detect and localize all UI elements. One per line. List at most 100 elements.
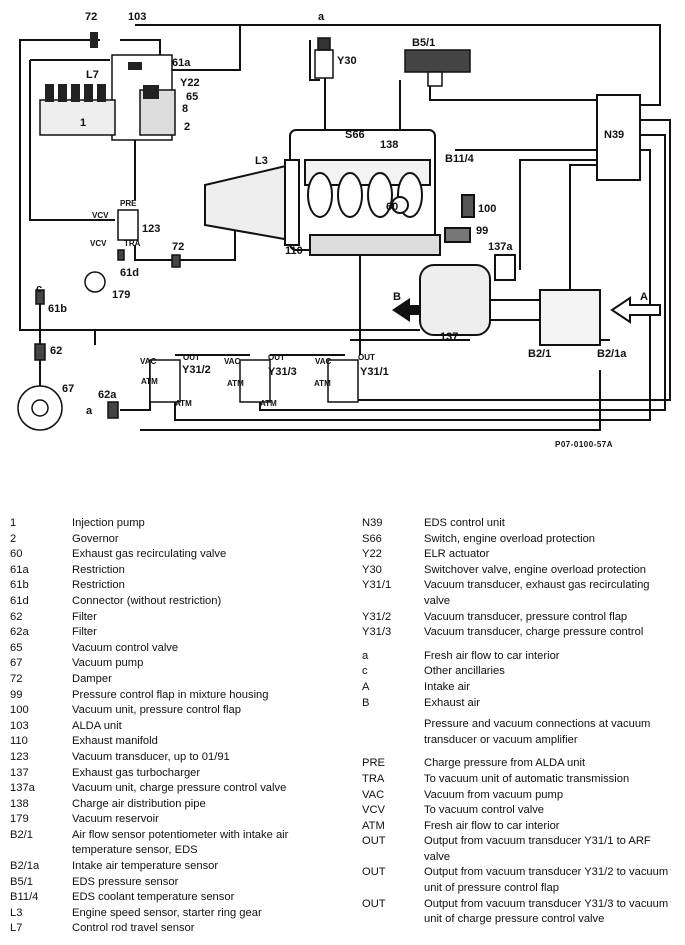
- legend-row: 67 Vacuum pump: [10, 656, 350, 672]
- restriction: [35, 289, 45, 305]
- label-8: 8: [182, 103, 188, 115]
- legend-key: 138: [10, 797, 29, 810]
- legend-text: Output from vacuum transducer Y31/3 to v…: [424, 897, 669, 926]
- legend-key: Y31/2: [362, 610, 392, 623]
- label-vac: VAC: [140, 357, 157, 366]
- legend-text: Charge pressure from ALDA unit: [424, 757, 586, 770]
- label-b5-1: B5/1: [412, 37, 435, 49]
- label-110: 110: [285, 245, 303, 257]
- legend-text: Exhaust air: [424, 696, 480, 709]
- legend-key: 62a: [10, 626, 29, 639]
- legend-row: 2 Governor: [10, 532, 350, 548]
- legend-text: Restriction: [72, 579, 125, 592]
- legend-row: B5/1 EDS pressure sensor: [10, 875, 350, 891]
- legend-key: 2: [10, 532, 17, 545]
- legend-text: Vacuum unit, charge pressure control val…: [72, 782, 287, 795]
- legend-text: Governor: [72, 532, 119, 545]
- label-b: B: [393, 291, 401, 303]
- legend-key: S66: [362, 532, 382, 545]
- legend-key: PRE: [362, 757, 386, 770]
- legend-key: 137: [10, 766, 29, 779]
- legend-row: 61b Restriction: [10, 578, 350, 594]
- vacuum-line: [135, 24, 661, 106]
- flywheel: [284, 159, 300, 246]
- legend-key: 60: [10, 548, 23, 561]
- exhaust-air-arrow: [392, 298, 420, 322]
- legend-key: 65: [10, 641, 23, 654]
- charge-pressure-vacuum-unit: [494, 254, 516, 281]
- legend-key: TRA: [362, 772, 385, 785]
- label-vcv: VCV: [90, 239, 107, 248]
- injector: [84, 84, 93, 102]
- legend-key: 61b: [10, 579, 29, 592]
- vacuum-line: [170, 25, 241, 71]
- label-61a: 61a: [172, 57, 191, 69]
- legend-key: B2/1a: [10, 860, 40, 873]
- legend-key: OUT: [362, 866, 386, 879]
- label-c: c: [36, 283, 42, 295]
- label-vcv: VCV: [92, 211, 109, 220]
- legend-text: Vacuum pump: [72, 657, 144, 670]
- switchover-valve-cap: [317, 37, 331, 51]
- label-179: 179: [112, 289, 130, 301]
- damper: [90, 32, 98, 48]
- legend-text: Charge air distribution pipe: [72, 797, 206, 810]
- label-atm: ATM: [175, 399, 192, 408]
- legend-row: 110 Exhaust manifold: [10, 734, 350, 750]
- injector: [45, 84, 54, 102]
- label-atm: ATM: [227, 379, 244, 388]
- eds-pressure-sensor: [404, 49, 471, 73]
- label-b11-4: B11/4: [445, 153, 475, 165]
- legend-key: 110: [10, 735, 28, 748]
- legend-text: Air flow sensor potentiometer with intak…: [72, 828, 289, 857]
- legend-key: 67: [10, 657, 23, 670]
- legend-key: 123: [10, 750, 29, 763]
- legend-key: 137a: [10, 782, 35, 795]
- legend-key: L3: [10, 906, 23, 919]
- vacuum-transducer-y31-3: [239, 359, 271, 403]
- legend-key: B5/1: [10, 875, 34, 888]
- legend-text: EDS pressure sensor: [72, 875, 179, 888]
- legend-key: A: [362, 680, 370, 693]
- vacuum-line: [259, 134, 666, 411]
- legend-text: Vacuum reservoir: [72, 813, 159, 826]
- label-1: 1: [80, 117, 86, 129]
- legend-text: Restriction: [72, 563, 125, 576]
- legend-text: Other ancillaries: [424, 665, 505, 678]
- legend-text: To vacuum control valve: [424, 804, 545, 817]
- air-flow-sensor: [539, 289, 601, 346]
- label-72: 72: [85, 11, 97, 23]
- label-137a: 137a: [488, 241, 513, 253]
- vacuum-control-valve: [143, 85, 159, 99]
- legend-row: B2/1 Air flow sensor potentiometer with i…: [10, 828, 350, 859]
- label-atm: ATM: [141, 377, 158, 386]
- legend-text: Exhaust gas turbocharger: [72, 766, 201, 779]
- label-y31-2: Y31/2: [182, 364, 211, 376]
- legend-text: Pressure control flap in mixture housing: [72, 688, 269, 701]
- legend-text: EDS control unit: [424, 517, 505, 529]
- legend-row: 123 Vacuum transducer, up to 01/91: [10, 750, 350, 766]
- label-a: a: [318, 11, 325, 23]
- legend-text: Exhaust manifold: [72, 735, 158, 748]
- legend-heading: Pressure and vacuum connections at vacuu…: [424, 718, 651, 746]
- figure-reference: P07-0100-57A: [555, 440, 614, 449]
- legend-key: 100: [10, 704, 29, 717]
- vacuum-line: [29, 60, 115, 221]
- legend-key: B2/1: [10, 828, 34, 841]
- label-y31-3: Y31/3: [268, 366, 297, 378]
- legend-text: Vacuum transducer, up to 01/91: [72, 750, 230, 763]
